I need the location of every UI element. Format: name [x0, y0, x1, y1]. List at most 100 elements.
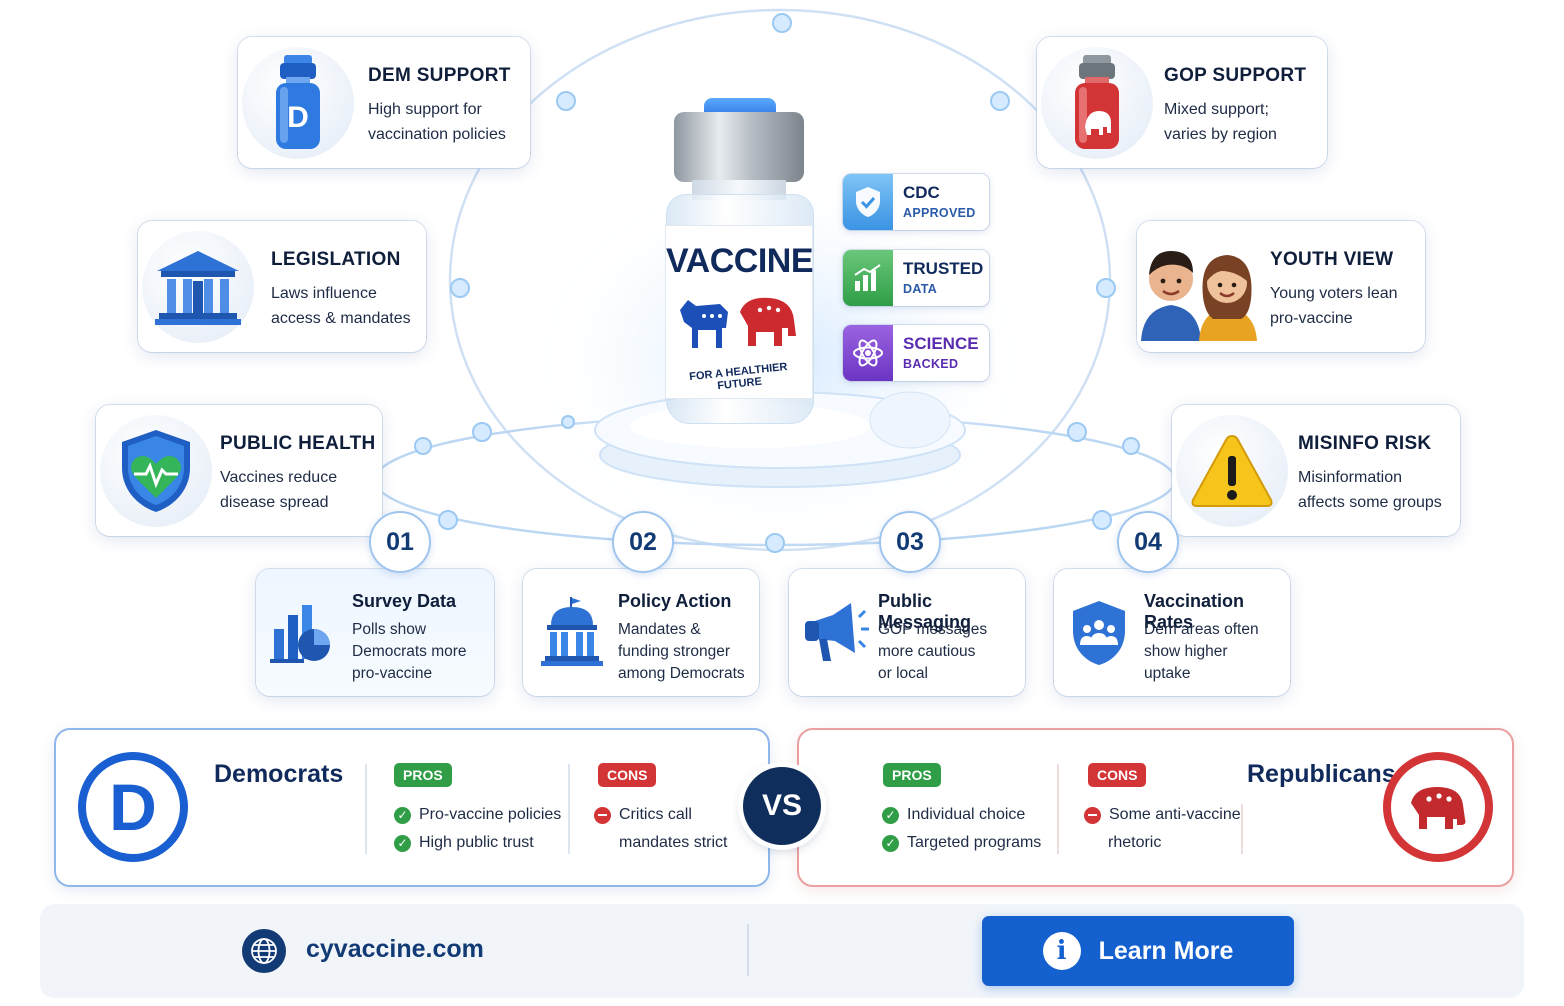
card-line: Young voters lean: [1270, 285, 1398, 302]
step-line: show higher: [1144, 643, 1228, 660]
community-shield-icon: [1073, 601, 1125, 665]
check-icon: ✓: [882, 834, 899, 852]
learn-more-button[interactable]: i Learn More: [982, 916, 1294, 986]
dem-con-item: Critics call: [594, 806, 692, 824]
step-line: more cautious: [878, 643, 976, 660]
card-line: Misinformation: [1298, 469, 1403, 486]
divider: [568, 764, 570, 854]
survey-chart-icon: [270, 605, 330, 663]
tag-cdc-approved: CDC APPROVED: [843, 174, 989, 230]
footer-divider: [747, 924, 749, 976]
health-shield-icon: [100, 415, 212, 527]
megaphone-icon: [805, 603, 869, 661]
check-icon: ✓: [394, 834, 411, 852]
bar-chart-icon: [843, 250, 893, 306]
card-youth-view: YOUTH VIEW Young voters lean pro-vaccine: [1137, 221, 1425, 352]
step-line: Dem areas often: [1144, 621, 1259, 638]
step-title: Policy Action: [618, 591, 732, 611]
check-icon: ✓: [394, 806, 411, 824]
dem-vial-icon: D: [242, 47, 354, 159]
card-line: Mixed support;: [1164, 101, 1269, 118]
dem-pro-text: Pro-vaccine policies: [419, 806, 562, 823]
dem-con-item: mandates strict: [619, 834, 727, 852]
democrat-logo-letter: D: [109, 770, 157, 844]
democrat-logo-icon: D: [78, 752, 188, 862]
gop-pro-text: Targeted programs: [907, 834, 1042, 851]
card-title: MISINFO RISK: [1298, 433, 1432, 454]
card-title: LEGISLATION: [271, 249, 401, 270]
step-title: Public Messaging: [878, 591, 972, 632]
minus-icon: [594, 806, 611, 824]
step-line: among Democrats: [618, 665, 745, 682]
gop-con-text: Some anti-vaccine: [1109, 806, 1241, 823]
globe-icon: [242, 929, 286, 973]
dem-letter: D: [287, 101, 309, 134]
website-link[interactable]: cyvaccine.com: [306, 935, 484, 963]
republicans-heading: Republicans: [1247, 760, 1396, 788]
card-title: YOUTH VIEW: [1270, 249, 1394, 270]
card-line: affects some groups: [1298, 494, 1442, 511]
step-number-01: 01: [369, 511, 431, 573]
gop-pro-item: ✓ Targeted programs: [882, 834, 1041, 852]
card-line: disease spread: [220, 494, 329, 511]
tag-subtitle: BACKED: [903, 357, 959, 371]
tag-title: SCIENCE: [903, 334, 979, 353]
dem-cons-badge: CONS: [598, 763, 657, 787]
divider: [1057, 764, 1059, 854]
card-dem-support: D DEM SUPPORT High support for vaccinati…: [238, 37, 530, 168]
gop-cons-badge: CONS: [1088, 763, 1147, 787]
step-line: Mandates &: [618, 621, 701, 638]
vaccine-vial: VACCINE FOR A HEALTHIER FUTURE: [664, 98, 814, 428]
capitol-building-icon: [142, 231, 254, 343]
vs-badge: VS: [743, 767, 821, 845]
tag-title: CDC: [903, 183, 940, 202]
step-line: Democrats more: [352, 643, 467, 660]
card-title: DEM SUPPORT: [368, 65, 511, 86]
step-line: or local: [878, 665, 928, 682]
footer-bar: cyvaccine.com: [40, 904, 1524, 998]
gop-con-item: Some anti-vaccine: [1084, 806, 1241, 824]
check-icon: ✓: [882, 806, 899, 824]
donkey-elephant-icon: [680, 297, 796, 348]
dem-pro-text: High public trust: [419, 834, 534, 851]
step-number-04: 04: [1117, 511, 1179, 573]
step-card-survey-data: Survey Data Polls show Democrats more pr…: [256, 569, 494, 696]
card-line: vaccination policies: [368, 126, 506, 143]
card-legislation: LEGISLATION Laws influence access & mand…: [138, 221, 426, 352]
gop-con-item: rhetoric: [1108, 834, 1161, 852]
learn-more-label: Learn More: [1098, 936, 1234, 965]
gop-vial-icon: [1041, 47, 1153, 159]
dem-pro-item: ✓ High public trust: [394, 834, 534, 852]
gop-pro-item: ✓Individual choice: [882, 806, 1025, 824]
republican-logo-icon: [1383, 752, 1493, 862]
gop-con-text: rhetoric: [1108, 834, 1162, 851]
shield-check-icon: [843, 174, 893, 230]
democrats-heading: Democrats: [214, 760, 344, 788]
step-card-public-messaging: Public Messaging GOP messages more cauti…: [789, 569, 1025, 696]
tag-subtitle: APPROVED: [903, 206, 976, 220]
card-gop-support: GOP SUPPORT Mixed support; varies by reg…: [1037, 37, 1327, 168]
card-line: Laws influence: [271, 285, 377, 302]
divider: [1241, 804, 1243, 854]
dem-pro-item: ✓ Pro-vaccine policies: [394, 806, 561, 824]
step-line: pro-vaccine: [352, 665, 433, 682]
democrats-panel: D Democrats PROS ✓Pro-vaccine policies ✓…: [54, 728, 770, 887]
tag-trusted-data: TRUSTED DATA: [843, 250, 989, 306]
card-line: Vaccines reduce: [220, 469, 338, 486]
card-line: pro-vaccine: [1270, 310, 1353, 327]
step-line: GOP messages: [878, 621, 988, 638]
step-card-vaccination-rates: Vaccination Rates Dem areas often show h…: [1054, 569, 1290, 696]
young-voters-icon: [1141, 251, 1257, 341]
dem-con-text: Critics call: [619, 806, 692, 823]
card-line: access & mandates: [271, 310, 411, 327]
tag-subtitle: DATA: [903, 282, 938, 296]
vial-tagline: FOR A HEALTHIER FUTURE: [688, 360, 789, 393]
warning-triangle-icon: [1176, 415, 1288, 527]
card-misinfo-risk: MISINFO RISK Misinformation affects some…: [1172, 405, 1460, 536]
divider: [365, 764, 367, 854]
info-icon: i: [1042, 932, 1081, 970]
step-title: Vaccination Rates: [1144, 591, 1245, 632]
vial-label-title: VACCINE: [666, 242, 814, 280]
gop-pros-badge: PROS: [883, 763, 941, 787]
step-line: uptake: [1144, 665, 1191, 682]
